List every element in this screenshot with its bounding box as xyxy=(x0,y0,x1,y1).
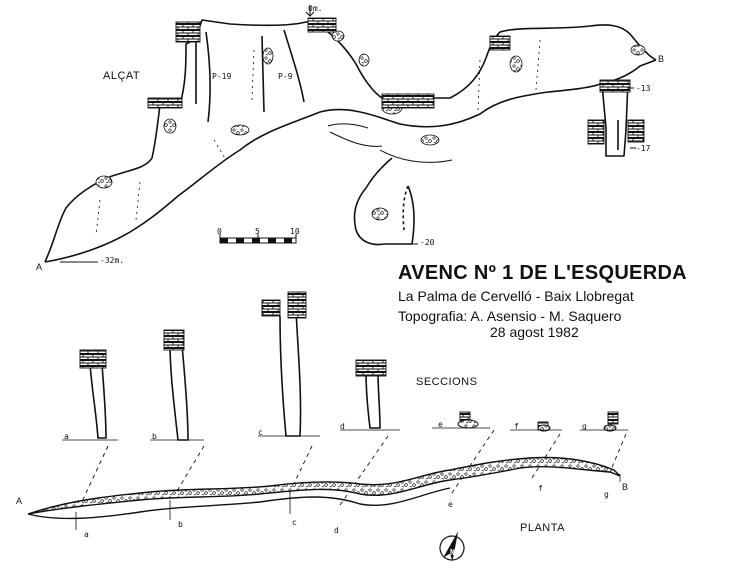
section-small-voids xyxy=(457,419,617,432)
pitch-19-label: P-19 xyxy=(212,72,232,81)
elevation-end-a: A xyxy=(36,262,43,272)
survey-credits: Topografia: A. Asensio - M. Saquero xyxy=(398,308,622,324)
section-surface-blocks xyxy=(79,291,619,431)
depth-top-label: 0m. xyxy=(308,4,323,13)
plan-letter-f: f xyxy=(538,484,543,493)
section-baselines xyxy=(62,427,628,441)
scale-bar xyxy=(219,234,297,244)
elevation-profile xyxy=(44,19,657,263)
survey-date: 28 agost 1982 xyxy=(490,324,579,340)
north-arrow-label: N xyxy=(450,548,455,557)
section-letter-a: a xyxy=(64,432,69,441)
plan-letter-c: c xyxy=(292,518,297,527)
depth-markers xyxy=(60,6,636,263)
section-letter-e: e xyxy=(438,420,443,429)
section-letter-f: f xyxy=(514,422,519,431)
plan-label: PLANTA xyxy=(520,522,565,534)
scale-tick-10: 10 xyxy=(290,227,300,236)
elevation-label: ALÇAT xyxy=(103,70,141,82)
plan-end-b: B xyxy=(622,482,629,492)
plan-letter-b: b xyxy=(178,520,183,529)
plan-end-a: A xyxy=(16,496,23,506)
elevation-rubble xyxy=(95,30,646,221)
scale-tick-0: 0 xyxy=(217,227,222,236)
plan-letter-d: d xyxy=(334,526,339,535)
survey-location: La Palma de Cervelló - Baix Llobregat xyxy=(398,288,634,304)
depth-20-label: -20 xyxy=(420,238,435,247)
depth-a-label: -32m. xyxy=(100,256,125,265)
plan-view xyxy=(27,456,621,530)
section-letter-b: b xyxy=(152,432,157,441)
plan-letter-g: g xyxy=(604,490,609,499)
section-letter-g: g xyxy=(582,422,587,431)
cross-sections xyxy=(89,309,381,441)
north-arrow xyxy=(439,531,465,561)
section-letter-d: d xyxy=(340,422,345,431)
section-letter-c: c xyxy=(258,428,263,437)
pitch-9-label: P-9 xyxy=(278,72,293,81)
section-projection-lines xyxy=(79,429,627,509)
elevation-end-b: B xyxy=(658,54,665,64)
scale-tick-5: 5 xyxy=(255,227,260,236)
plan-letter-a: a xyxy=(84,530,89,539)
depth-17-label: -17 xyxy=(636,144,651,153)
survey-title: AVENC Nº 1 DE L'ESQUERDA xyxy=(398,262,687,284)
elevation-surface-blocks xyxy=(147,17,645,145)
sections-label: SECCIONS xyxy=(416,376,478,388)
depth-13-label: -13 xyxy=(636,84,651,93)
plan-letter-e: e xyxy=(448,500,453,509)
